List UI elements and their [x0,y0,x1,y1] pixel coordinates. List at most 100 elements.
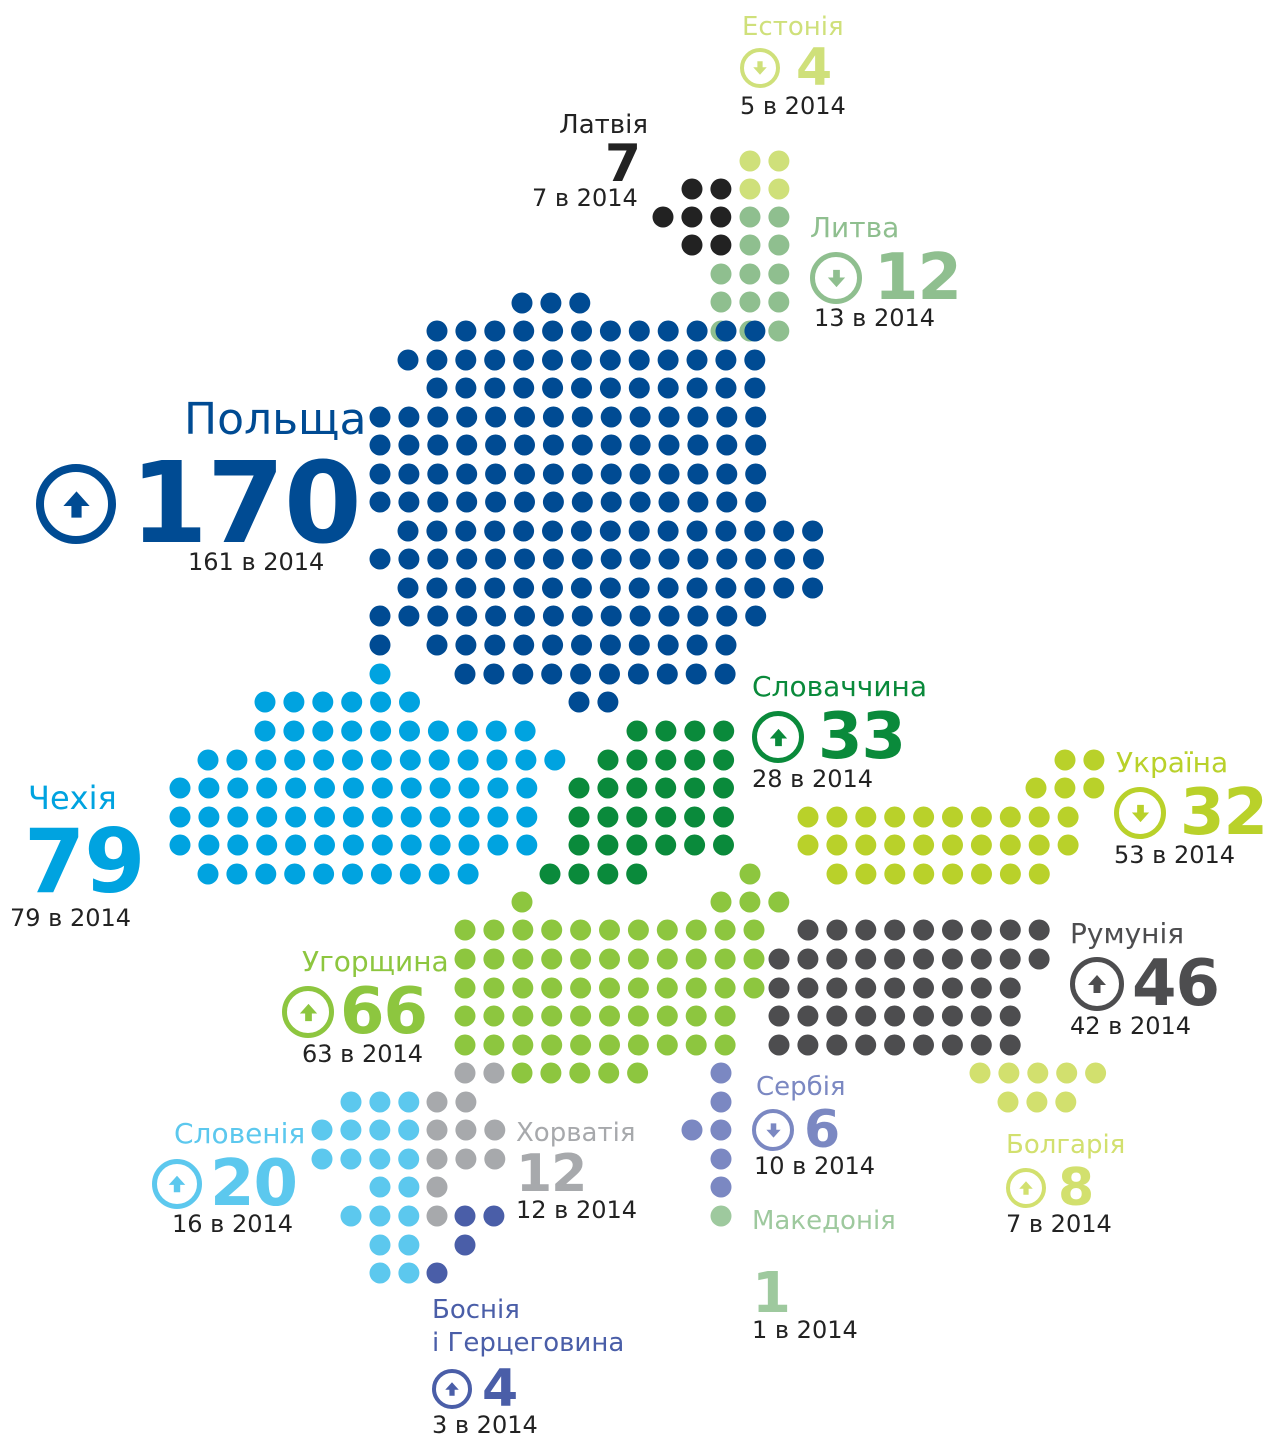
poland-dot [571,406,593,428]
croatia-dot [455,1091,477,1113]
czech-dot [516,806,538,828]
poland-dot [658,406,680,428]
latvia-count: 7 [604,134,641,194]
slovenia-count: 20 [210,1147,298,1221]
bosnia-dot [454,1205,476,1227]
ukraine-dot [855,834,877,856]
hungary-dot [685,977,707,999]
hungary-dot [570,977,592,999]
poland-dot [427,463,449,485]
poland-dot [600,548,622,570]
slovakia-name: Словаччина [752,670,927,703]
poland-dot [455,520,477,542]
ukraine-dot [884,834,906,856]
ukraine-dot [913,834,935,856]
ukraine-dot [942,806,963,828]
hungary-dot [511,1062,533,1084]
estonia-previous: 5 в 2014 [740,92,846,120]
poland-dot [398,463,420,485]
romania-dot [913,1005,934,1027]
estonia-dot [739,178,761,200]
romania-dot [884,1005,906,1027]
ukraine-count: 32 [1180,776,1265,850]
poland-dot [571,548,593,570]
czech-dot [399,691,420,713]
slovenia-dot [311,1148,333,1170]
czech-dot [312,720,334,742]
czech-dot [370,863,392,885]
czech-dot [226,863,248,885]
bosnia-previous: 3 в 2014 [432,1411,538,1434]
hungary-dot [685,948,707,970]
romania-dot [941,977,963,999]
hungary-dot [541,948,563,970]
slovenia-dot [398,1234,420,1256]
poland-dot [744,577,766,599]
hungary-dot [454,948,476,970]
hungary-dot [714,1034,736,1056]
lithuania-dot [710,291,732,313]
poland-dot [542,463,564,485]
ukraine-dot [1057,834,1079,856]
poland-dot [716,434,738,456]
romania-previous: 42 в 2014 [1070,1012,1192,1040]
poland-dot [484,520,506,542]
romania-dot [970,1034,992,1056]
poland-dot [485,434,507,456]
czech-dot [197,749,219,771]
poland-dot [398,548,420,570]
czech-dot [370,720,392,742]
romania-dot [797,1034,819,1056]
ukraine-trend-down-icon [1114,787,1166,839]
slovenia-dot [369,1091,391,1113]
poland-dot [687,406,709,428]
czech-dot [255,863,277,885]
poland-dot [542,520,563,542]
czech-dot [400,806,422,828]
czech-dot [428,863,450,885]
czech-name: Чехія [28,779,117,817]
poland-dot [571,634,592,656]
serbia-dot [710,1176,732,1198]
poland-dot [485,491,507,513]
ukraine-dot [797,806,819,828]
croatia-dot [426,1119,448,1141]
poland-dot [629,463,651,485]
latvia-dot [681,178,703,200]
ukraine-dot [913,806,935,828]
hungary-dot [598,1062,620,1084]
hungary-dot [454,977,476,999]
ukraine-dot [942,834,963,856]
romania-name: Румунія [1070,917,1185,950]
slovenia-dot [369,1119,391,1141]
slovakia-dot [684,720,706,742]
romania-dot [999,1005,1021,1027]
poland-dot [514,605,535,627]
romania-dot [884,977,906,999]
slovakia-dot [597,749,619,771]
czech-dot [342,834,364,856]
hungary-name: Угорщина [302,945,449,978]
latvia-dot [710,178,732,200]
poland-dot [514,548,535,570]
poland-dot [716,605,738,627]
czech-dot [226,749,248,771]
romania-dot [884,919,906,941]
slovakia-dot [568,834,590,856]
poland-dot [715,377,737,399]
serbia-count: 6 [804,1100,840,1160]
hungary-dot [739,891,761,913]
slovakia-dot [568,863,590,885]
slovakia-dot [684,806,706,828]
romania-dot [999,919,1021,941]
macedonia-previous: 1 в 2014 [752,1316,858,1344]
poland-dot [542,434,564,456]
slovakia-dot [684,749,706,771]
bulgaria-dot [998,1062,1020,1084]
romania-dot [941,1034,963,1056]
poland-dot [426,634,448,656]
poland-dot [571,320,592,342]
latvia-label: Латвія 7 7 в 2014 [532,112,648,210]
romania-dot [797,948,819,970]
